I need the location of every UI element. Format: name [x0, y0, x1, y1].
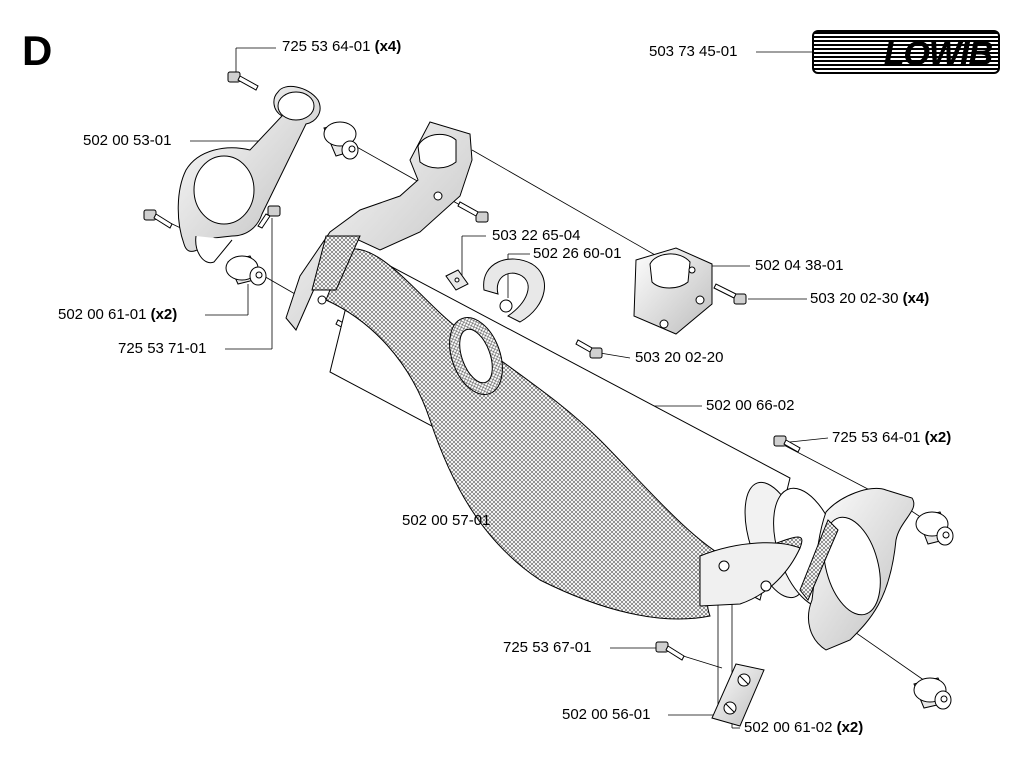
part-label: 502 04 38-01	[755, 257, 843, 275]
part-number: 502 00 56-01	[562, 706, 651, 723]
part-label: 503 20 02-30 (x4)	[810, 290, 929, 308]
part-quantity: (x2)	[836, 719, 864, 736]
part-label: 502 00 56-01	[562, 706, 650, 724]
part-number: 502 26 60-01	[533, 245, 622, 262]
part-number: 502 00 61-01	[58, 306, 147, 323]
part-label: 502 00 53-01	[83, 132, 171, 150]
rubber-damper	[913, 677, 952, 710]
part-quantity: (x4)	[902, 290, 930, 307]
part-number: 503 20 02-30	[810, 290, 899, 307]
part-number: 725 53 71-01	[118, 340, 207, 357]
part-number: 503 73 45-01	[649, 43, 738, 60]
part-label: 502 00 66-02	[706, 397, 794, 415]
part-number: 725 53 67-01	[503, 639, 592, 656]
buckle-plate	[711, 663, 765, 727]
part-number: 503 22 65-04	[492, 227, 581, 244]
screw	[143, 209, 173, 229]
screw	[655, 641, 685, 661]
strap-end-plate	[699, 542, 801, 607]
part-number: 725 53 64-01	[282, 38, 371, 55]
screw	[713, 283, 747, 305]
upper-plate	[285, 121, 473, 331]
small-clip	[445, 269, 469, 291]
part-label: 503 73 45-01	[649, 43, 737, 61]
part-label: 502 00 61-01 (x2)	[58, 306, 177, 324]
screw	[257, 205, 281, 229]
part-number: 502 00 57-01	[402, 512, 491, 529]
part-number: 502 00 53-01	[83, 132, 172, 149]
part-number: 502 00 66-02	[706, 397, 795, 414]
screw	[773, 435, 801, 453]
part-quantity: (x2)	[150, 306, 178, 323]
part-label: 502 00 61-02 (x2)	[744, 719, 863, 737]
part-number: 503 20 02-20	[635, 349, 724, 366]
part-quantity: (x4)	[374, 38, 402, 55]
clamp-cap	[633, 247, 713, 335]
screw	[575, 339, 603, 359]
end-bracket	[799, 488, 915, 651]
part-number: 502 04 38-01	[755, 257, 844, 274]
part-number: 502 00 61-02	[744, 719, 833, 736]
harness-strap	[325, 248, 803, 620]
part-label: 725 53 64-01 (x4)	[282, 38, 401, 56]
section-letter: D	[22, 27, 53, 74]
part-label: 503 20 02-20	[635, 349, 723, 367]
d-ring	[483, 258, 545, 323]
part-quantity: (x2)	[924, 429, 952, 446]
clamp-bracket	[177, 85, 321, 264]
brand-logo-text: LOWIB	[883, 35, 993, 73]
screw	[457, 201, 489, 223]
rubber-damper	[915, 511, 954, 546]
part-label: 725 53 67-01	[503, 639, 591, 657]
screw	[227, 71, 259, 91]
part-label: 502 00 57-01	[402, 512, 490, 530]
part-label: 503 22 65-04	[492, 227, 580, 245]
rubber-damper	[323, 121, 359, 160]
part-label: 725 53 71-01	[118, 340, 206, 358]
part-number: 725 53 64-01	[832, 429, 921, 446]
part-label: 502 26 60-01	[533, 245, 621, 263]
rubber-damper	[225, 255, 267, 286]
strap-ring	[449, 317, 503, 395]
brand-logo: LOWIB	[812, 30, 1000, 74]
part-label: 725 53 64-01 (x2)	[832, 429, 951, 447]
